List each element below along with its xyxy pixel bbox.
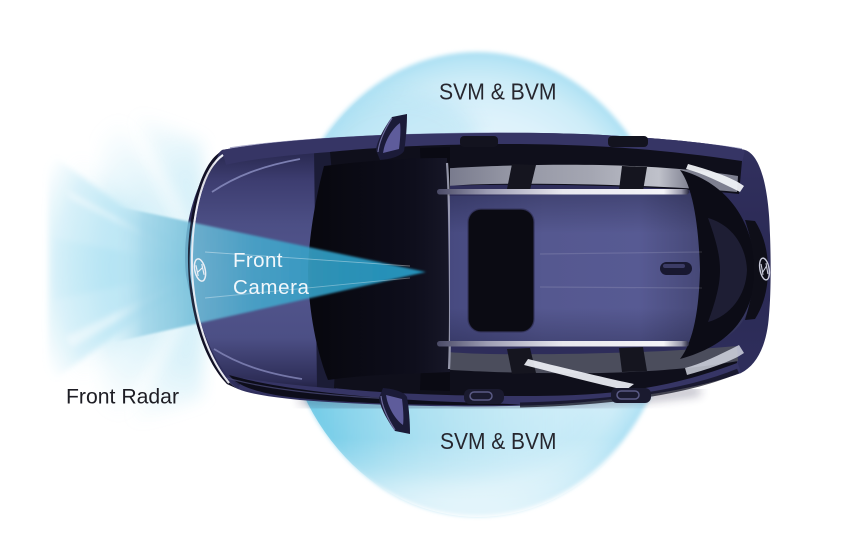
svg-text:Front: Front [233,249,283,272]
svg-text:SVM & BVM: SVM & BVM [440,428,557,454]
svg-text:Front Radar: Front Radar [66,386,179,409]
svg-text:SVM & BVM: SVM & BVM [439,79,557,105]
svg-text:Camera: Camera [233,276,310,299]
